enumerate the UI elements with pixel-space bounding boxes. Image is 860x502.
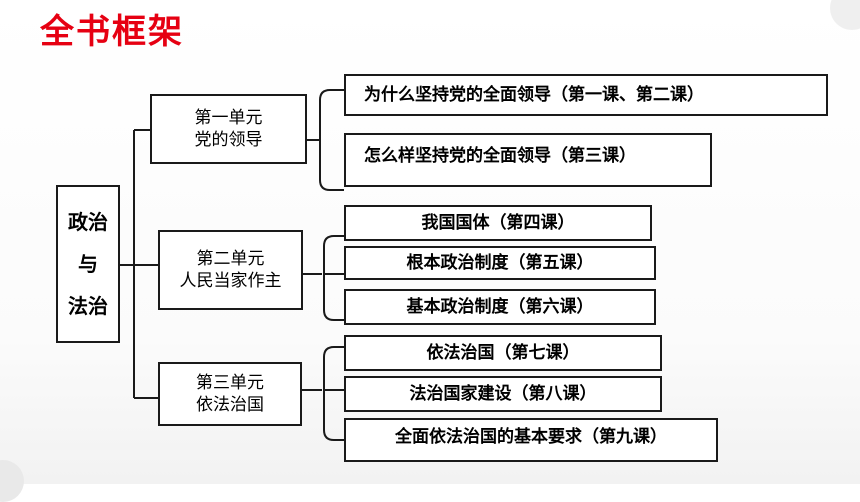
unit3-bracket (323, 346, 335, 441)
lesson-box: 根本政治制度（第五课） (344, 246, 656, 280)
page-title: 全书框架 (40, 12, 184, 52)
root-box: 政治 与 法治 (56, 185, 120, 343)
lesson-label: 法治国家建设（第八课） (409, 383, 597, 404)
unit-2-number: 第二单元 (196, 248, 265, 269)
unit2-bracket (323, 235, 335, 321)
lesson-label: 我国国体（第四课） (421, 212, 575, 233)
lesson-label: 怎么样坚持党的全面领导（第三课） (364, 146, 636, 166)
root-label-1: 政治 (68, 210, 108, 234)
unit-box-2: 第二单元 人民当家作主 (158, 230, 303, 310)
unit-box-1: 第一单元 党的领导 (150, 94, 307, 164)
unit1-bracket (319, 89, 331, 191)
lesson-box: 依法治国（第七课） (344, 335, 662, 371)
lesson-label: 为什么坚持党的全面领导（第一课、第二课） (364, 84, 704, 105)
lesson-label: 基本政治制度（第六课） (406, 296, 594, 317)
lesson-box: 为什么坚持党的全面领导（第一课、第二课） (344, 74, 828, 116)
unit-1-number: 第一单元 (194, 107, 263, 128)
unit-1-name: 党的领导 (194, 130, 263, 150)
lesson-box: 怎么样坚持党的全面领导（第三课） (344, 133, 712, 187)
lesson-box: 法治国家建设（第八课） (344, 376, 662, 412)
lesson-box: 全面依法治国的基本要求（第九课） (344, 418, 718, 462)
lesson-label: 全面依法治国的基本要求（第九课） (395, 427, 667, 447)
unit-box-3: 第三单元 依法治国 (158, 362, 302, 426)
lesson-box: 基本政治制度（第六课） (344, 289, 656, 325)
lesson-label: 依法治国（第七课） (426, 342, 580, 363)
unit-3-name: 依法治国 (196, 395, 264, 415)
unit-2-name: 人民当家作主 (179, 271, 282, 291)
unit-3-number: 第三单元 (196, 372, 264, 393)
root-label-3: 法治 (68, 294, 108, 318)
root-label-2: 与 (78, 252, 98, 276)
lesson-label: 根本政治制度（第五课） (406, 252, 594, 273)
lesson-box: 我国国体（第四课） (344, 205, 652, 241)
connector-lines (120, 89, 344, 441)
